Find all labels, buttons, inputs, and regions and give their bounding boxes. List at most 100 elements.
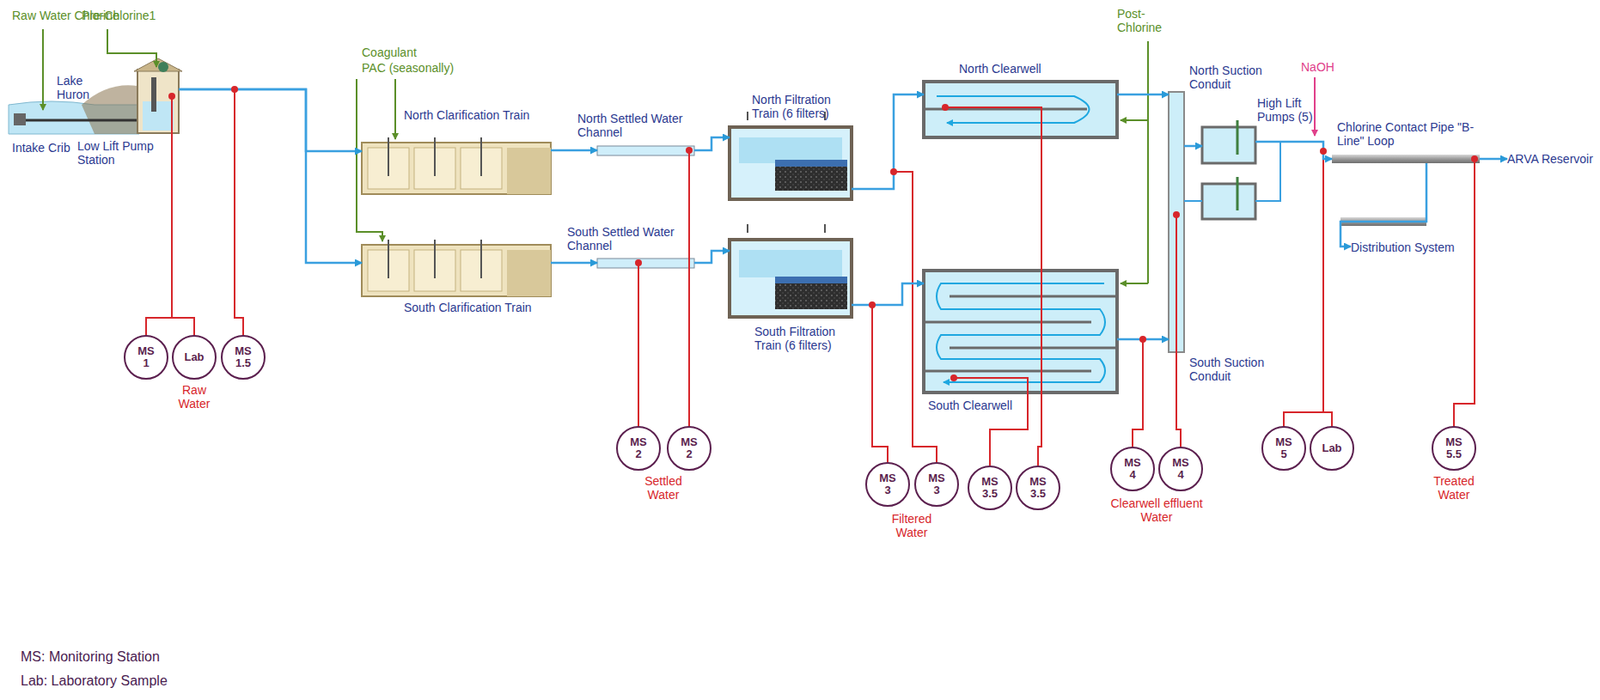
station-id: Lab xyxy=(182,351,207,364)
annotation-label: Filtered Water xyxy=(884,512,940,540)
filter-illustration xyxy=(775,166,848,191)
monitoring-station: Lab xyxy=(1309,426,1355,471)
intake-illustration xyxy=(142,101,174,131)
clarifier-illustration xyxy=(506,147,551,195)
unit-label: South Clarification Train xyxy=(403,300,555,315)
unit-label: North Suction Conduit xyxy=(1189,63,1269,92)
flow-pipe xyxy=(694,250,730,263)
flow-pipe xyxy=(1479,158,1508,161)
sample-leader-lines xyxy=(1453,158,1475,427)
unit-label: Chlorine Contact Pipe "B-Line" Loop xyxy=(1337,120,1479,148)
destination-text: Distribution System xyxy=(1350,240,1455,255)
chemical-feed-lines xyxy=(107,29,157,68)
annotation-label: Post-Chlorine xyxy=(1117,6,1171,35)
clarifier-illustration xyxy=(388,239,482,279)
unit-label: South Filtration Train (6 filters) xyxy=(754,324,858,353)
sample-point-dot xyxy=(1172,211,1180,219)
contact-pipe-illustration xyxy=(1331,154,1480,226)
clearwell-illustration xyxy=(949,347,1118,350)
conduit-and-pumps xyxy=(1184,200,1203,202)
flow-pipe xyxy=(851,283,924,306)
station-id: MS 1 xyxy=(134,345,159,370)
unit-label: South Settled Water Channel xyxy=(567,225,675,253)
sample-leader-lines xyxy=(1176,214,1181,447)
monitoring-station: MS 3 xyxy=(865,462,910,507)
annotation-label: MS: Monitoring Station xyxy=(20,649,245,666)
sample-point-dot xyxy=(168,85,1478,382)
process-unit: South Clarification Train xyxy=(361,244,551,297)
settled-channel-illustration xyxy=(597,146,695,156)
station-id: MS 4 xyxy=(1120,457,1145,482)
clearwell-illustration xyxy=(949,295,1118,299)
sample-leader-lines xyxy=(893,171,937,463)
monitoring-station: MS 5 xyxy=(1261,426,1307,471)
station-id: Lab xyxy=(1319,442,1344,455)
sample-leader-lines xyxy=(637,262,640,427)
sample-leader-lines xyxy=(953,378,1028,466)
annotation-label: Intake Crib xyxy=(12,140,77,155)
process-unit: North Clearwell xyxy=(923,81,1118,138)
filter-illustration xyxy=(738,137,843,164)
process-unit: South Clearwell xyxy=(923,270,1118,393)
monitoring-station: Lab xyxy=(171,335,217,380)
sample-leader-lines xyxy=(146,96,195,336)
monitoring-station: MS 4 xyxy=(1158,446,1204,492)
process-unit: North Clarification Train xyxy=(361,142,551,195)
unit-label: Low Lift Pump Station xyxy=(77,139,168,167)
filter-illustration xyxy=(746,111,749,121)
process-unit: Low Lift Pump Station xyxy=(137,69,179,134)
contact-pipe-illustration xyxy=(1331,154,1480,164)
annotation-label: Treated Water xyxy=(1426,474,1482,502)
destination-label: Distribution System xyxy=(1350,239,1455,256)
unit-label: North Clarification Train xyxy=(403,108,555,123)
destination-label: ARVA Reservoir xyxy=(1507,151,1594,167)
monitoring-station: MS 3.5 xyxy=(1015,465,1061,511)
monitoring-station: MS 4 xyxy=(1110,446,1155,492)
monitoring-station: MS 3 xyxy=(914,462,959,507)
unit-label: North Settled Water Channel xyxy=(577,111,685,140)
annotation-label: Raw Water xyxy=(172,383,216,411)
intake-illustration xyxy=(8,58,183,135)
filter-illustration xyxy=(729,111,852,318)
station-id: MS 5 xyxy=(1271,436,1296,461)
clarifier-illustration xyxy=(388,137,482,177)
process-unit: Chlorine Contact Pipe "B-Line" Loop xyxy=(1331,154,1480,164)
station-id: MS 3 xyxy=(924,472,949,497)
clearwell-illustration xyxy=(936,96,1090,123)
conduit-and-pumps xyxy=(1255,141,1281,202)
chemical-feed-lines xyxy=(1120,119,1149,122)
destination-text: ARVA Reservoir xyxy=(1507,152,1594,166)
flow-pipe xyxy=(550,262,598,265)
flow-pipe xyxy=(178,89,362,263)
filter-illustration xyxy=(775,276,848,284)
station-id: MS 4 xyxy=(1168,457,1193,482)
sample-leader-lines xyxy=(234,89,244,336)
intake-illustration xyxy=(81,85,138,135)
sample-point-dot xyxy=(685,146,693,154)
conduit-and-pumps xyxy=(1168,91,1281,353)
sample-point-dot xyxy=(1139,335,1147,343)
filter-illustration xyxy=(729,127,852,200)
monitoring-station: MS 3.5 xyxy=(967,465,1013,511)
process-unit: North Suction ConduitSouth Suction Condu… xyxy=(1168,91,1185,353)
sample-point-dot xyxy=(168,92,176,100)
filter-illustration xyxy=(775,283,848,310)
sample-leader-lines xyxy=(1132,339,1143,447)
intake-illustration xyxy=(134,58,183,72)
flow-pipe xyxy=(851,94,924,190)
monitoring-station: MS 1.5 xyxy=(220,335,266,380)
process-unit: North Filtration Train (6 filters) xyxy=(729,127,852,200)
flow-pipe xyxy=(178,89,362,152)
filter-illustration xyxy=(729,239,852,318)
chemical-feed-lines xyxy=(1120,282,1149,285)
monitoring-station: MS 5.5 xyxy=(1431,426,1477,471)
chemical-feed-lines xyxy=(1313,77,1316,136)
clarifier-illustration xyxy=(361,244,551,297)
flow-pipe xyxy=(550,149,598,153)
process-unit: South Filtration Train (6 filters) xyxy=(729,239,852,318)
filter-illustration xyxy=(824,224,826,233)
annotation-label: Settled Water xyxy=(635,474,691,502)
unit-label: High Lift Pumps (5) xyxy=(1257,96,1314,124)
clarifier-illustration xyxy=(361,137,551,297)
annotation-label: Lake Huron xyxy=(56,73,98,102)
